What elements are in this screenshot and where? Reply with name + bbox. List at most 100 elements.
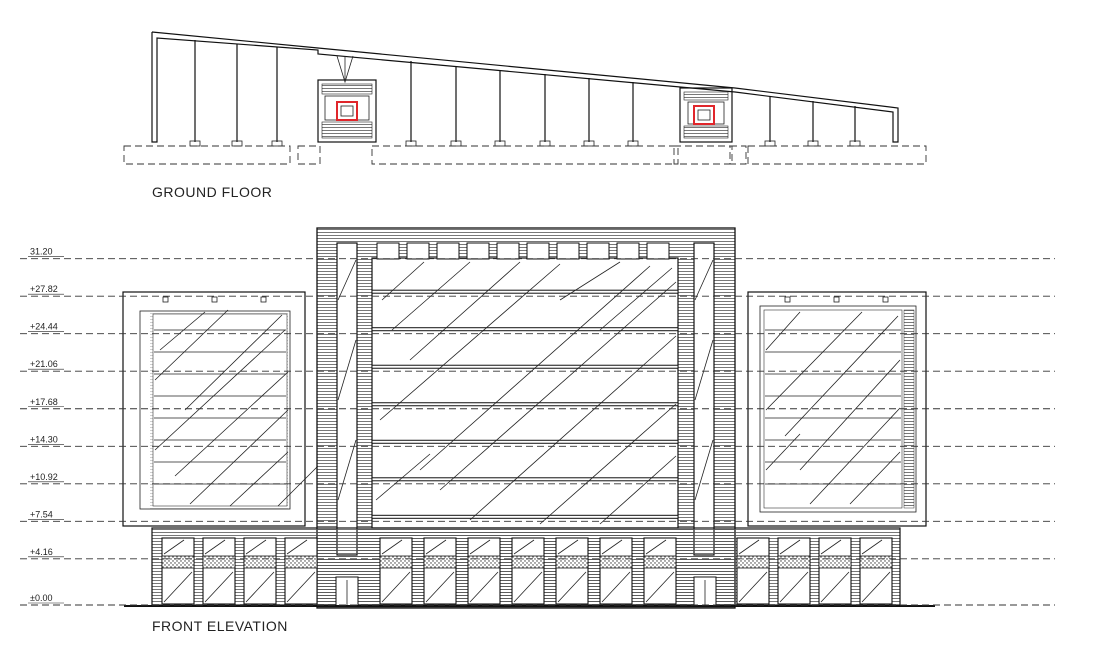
podium-spandrel (859, 555, 893, 569)
plan-columns (194, 40, 856, 142)
window-glint (245, 571, 275, 603)
window-glint (738, 571, 768, 603)
podium-spandrel (243, 555, 277, 569)
window-glint (779, 571, 809, 603)
level-label: ±0.00 (30, 593, 52, 603)
podium-window (818, 537, 852, 605)
podium-spandrel (423, 555, 457, 569)
right-wing-vents (784, 296, 889, 303)
top-vent (436, 242, 460, 260)
window-glint (820, 539, 842, 555)
plan-foundation-dashes (123, 145, 927, 165)
podium-window (202, 537, 236, 605)
floor-slab (371, 364, 679, 369)
top-vent (466, 242, 490, 260)
top-vent (526, 242, 550, 260)
window-glint (245, 539, 267, 555)
plan-footings (189, 140, 861, 147)
podium-window (599, 537, 633, 605)
window-glint (469, 539, 491, 555)
level-label: +21.06 (30, 359, 58, 369)
plan-outline (151, 31, 899, 143)
top-vent (646, 242, 670, 260)
level-label: +24.44 (30, 322, 58, 332)
top-vent (586, 242, 610, 260)
window-glint (645, 539, 667, 555)
window-glint (425, 571, 455, 603)
level-label: +10.92 (30, 472, 58, 482)
podium-window (511, 537, 545, 605)
podium-window (859, 537, 893, 605)
podium-window (284, 537, 318, 605)
podium-spandrel (511, 555, 545, 569)
window-glint (425, 539, 447, 555)
lift-shaft-left (336, 101, 358, 121)
podium-spandrel (736, 555, 770, 569)
curtain-wall (371, 257, 679, 529)
podium-window (643, 537, 677, 605)
window-glint (645, 571, 675, 603)
podium-spandrel (777, 555, 811, 569)
top-vent (406, 242, 430, 260)
floor-slab (371, 402, 679, 407)
podium-window (423, 537, 457, 605)
window-glint (738, 539, 760, 555)
top-vent (616, 242, 640, 260)
level-label: 31.20 (30, 247, 53, 257)
podium-spandrel (202, 555, 236, 569)
window-glint (820, 571, 850, 603)
floor-slab (371, 327, 679, 332)
podium-window (161, 537, 195, 605)
window-glint (557, 539, 579, 555)
window-glint (204, 571, 234, 603)
tower-top-vents (376, 242, 670, 260)
window-glint (513, 571, 543, 603)
stair-core-left (317, 55, 377, 143)
level-label: +27.82 (30, 284, 58, 294)
window-glint (557, 571, 587, 603)
lift-shaft-right (693, 105, 715, 125)
window-glint (381, 539, 403, 555)
fin-left (336, 242, 358, 556)
window-glint (861, 539, 883, 555)
podium-spandrel (818, 555, 852, 569)
floor-slab (371, 289, 679, 294)
window-glint (163, 571, 193, 603)
level-label: +4.16 (30, 547, 53, 557)
floor-slab (371, 514, 679, 519)
top-vent (376, 242, 400, 260)
ground-floor-plan: GROUND FLOOR (123, 31, 927, 200)
glass-reflections (375, 261, 677, 525)
window-glint (861, 571, 891, 603)
front-elevation-title: FRONT ELEVATION (152, 618, 288, 634)
left-wing-vents (162, 296, 267, 303)
window-glint (204, 539, 226, 555)
top-vent (556, 242, 580, 260)
podium (151, 527, 901, 607)
front-elevation: 31.20+27.82+24.44+21.06+17.68+14.30+10.9… (20, 227, 1055, 634)
top-vent (496, 242, 520, 260)
podium-window (467, 537, 501, 605)
window-glint (286, 539, 308, 555)
fin-right (693, 242, 715, 556)
floor-slab (371, 477, 679, 482)
podium-window (777, 537, 811, 605)
podium-window (555, 537, 589, 605)
podium-spandrel (467, 555, 501, 569)
podium-spandrel (599, 555, 633, 569)
podium-spandrel (379, 555, 413, 569)
podium-spandrel (643, 555, 677, 569)
ground-floor-title: GROUND FLOOR (152, 184, 272, 200)
window-glint (513, 539, 535, 555)
podium-spandrel (161, 555, 195, 569)
podium-window (379, 537, 413, 605)
window-glint (779, 539, 801, 555)
window-glint (601, 571, 631, 603)
floor-slab (371, 439, 679, 444)
window-glint (601, 539, 623, 555)
podium-spandrel (555, 555, 589, 569)
window-glint (469, 571, 499, 603)
window-glint (163, 539, 185, 555)
stair-core-right (679, 87, 733, 143)
